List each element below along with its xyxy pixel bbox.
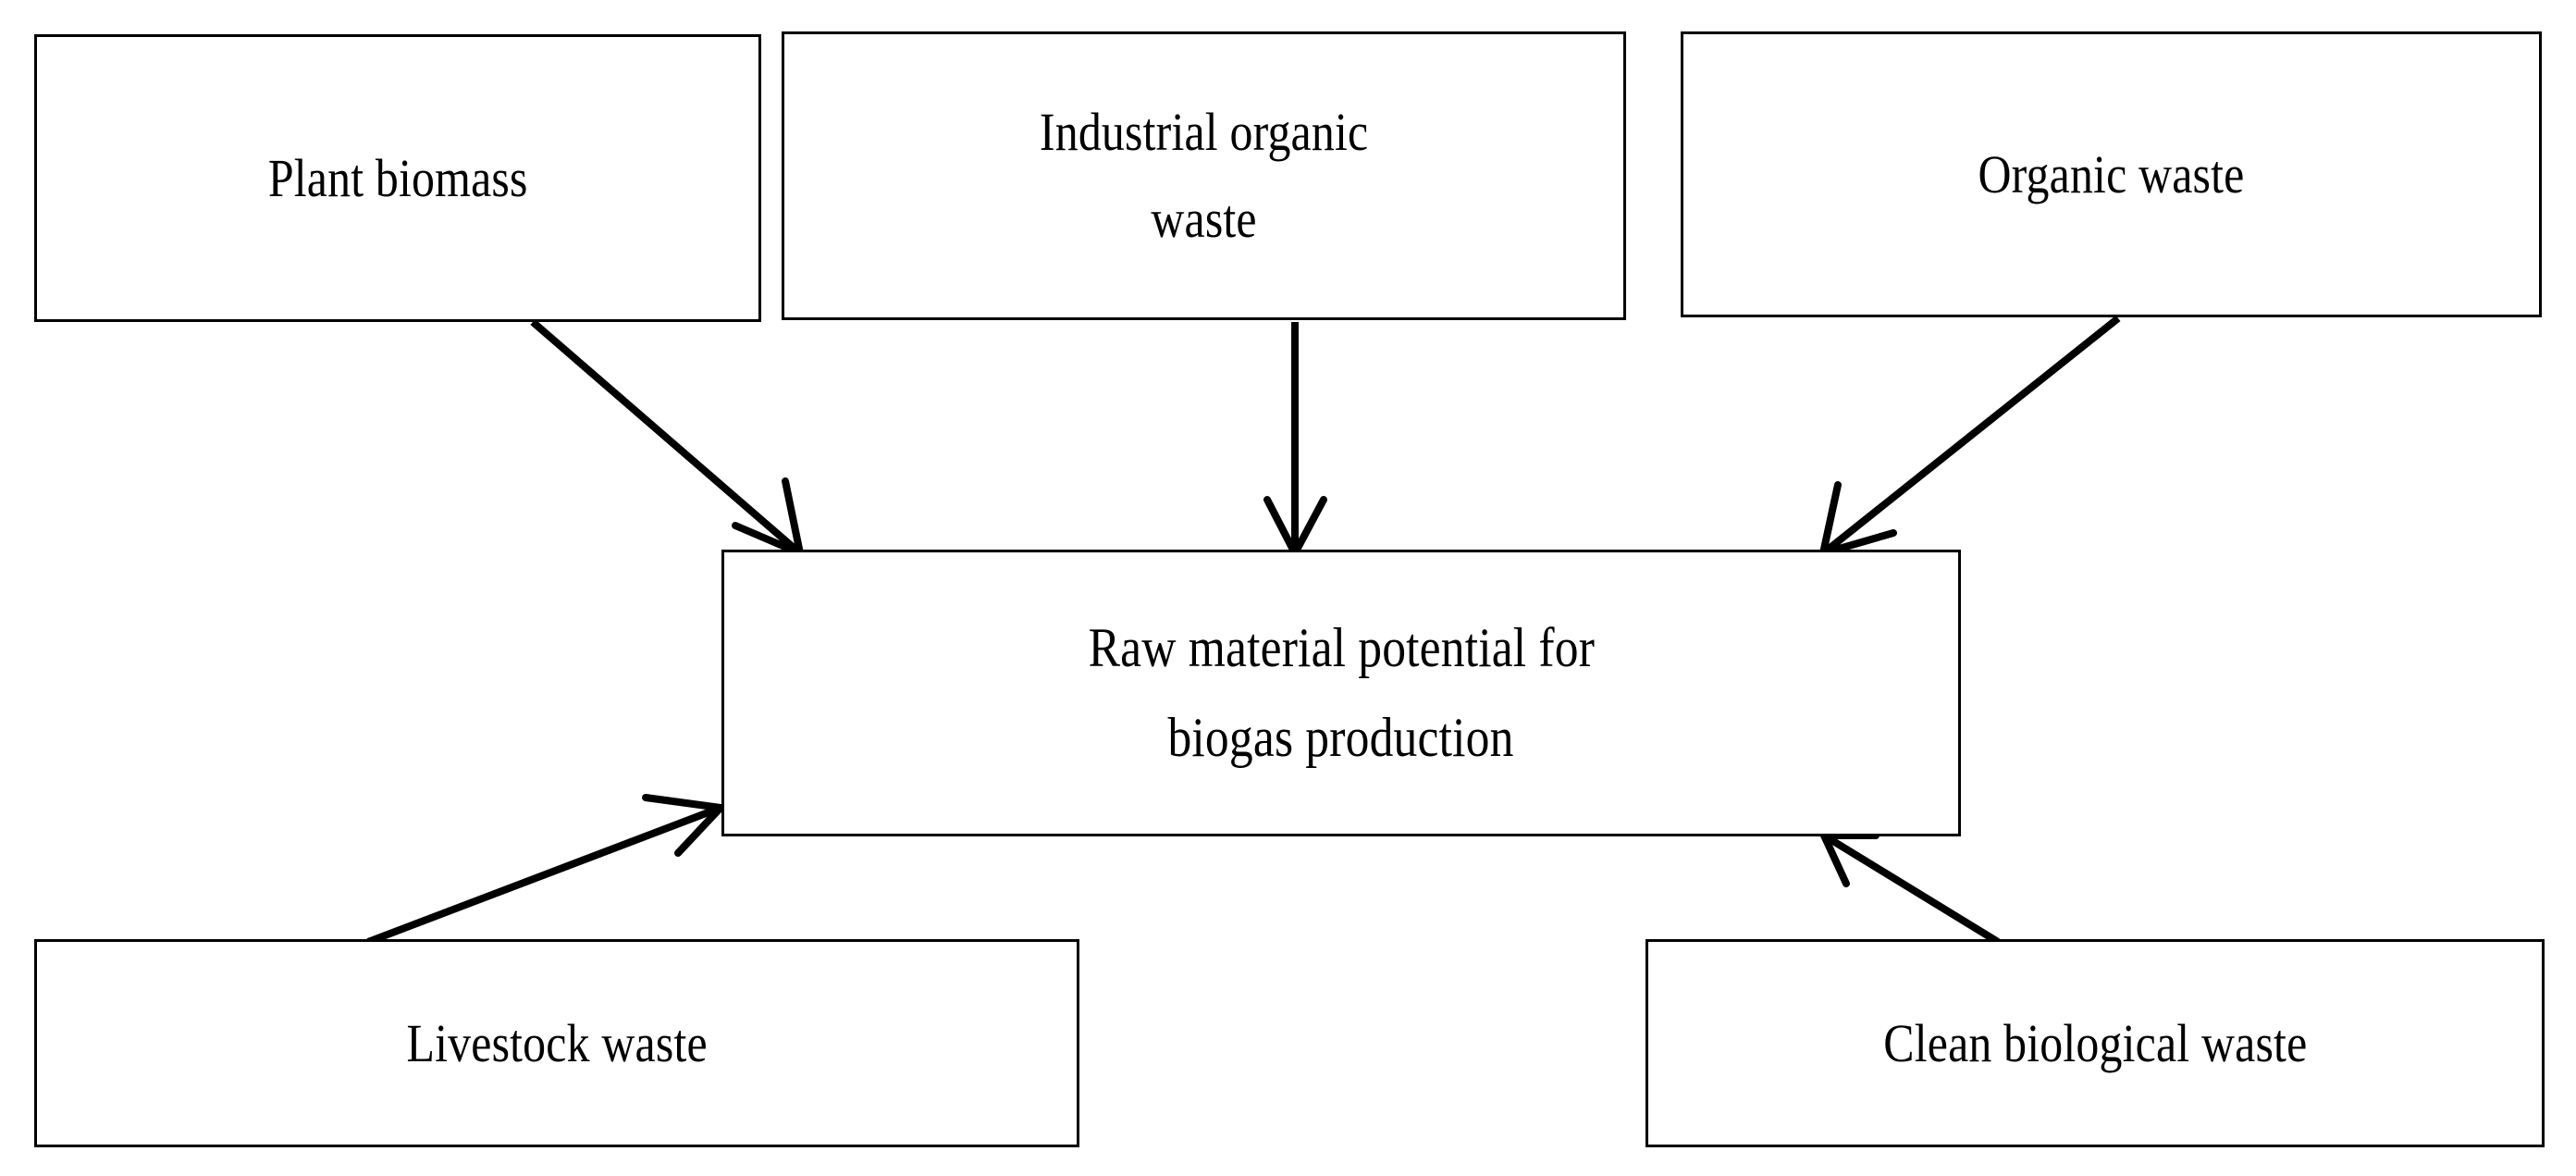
node-industrial-organic-waste-label-line-2: waste	[1151, 189, 1257, 249]
edge-clean-biological-waste-arrowhead-lower	[1820, 832, 1850, 887]
edge-plant-biomass-arrowhead-left	[732, 522, 804, 557]
edge-livestock-waste-arrowhead-upper	[642, 794, 724, 811]
edge-organic-waste	[1819, 315, 2121, 557]
edge-organic-waste-arrowhead-left	[1819, 481, 1842, 557]
edge-livestock-waste-line	[366, 804, 722, 946]
node-plant-biomass-label: Plant biomass	[267, 147, 528, 208]
node-clean-biological-waste[interactable]: Clean biological waste	[1645, 939, 2545, 1147]
edge-plant-biomass-arrowhead-right	[782, 477, 804, 557]
node-raw-material-potential-label-line-2: biogas production	[1167, 707, 1515, 768]
node-industrial-organic-waste[interactable]: Industrial organic waste	[782, 31, 1626, 320]
edge-clean-biological-waste-line	[1821, 832, 2001, 946]
edge-clean-biological-waste	[1820, 832, 2001, 946]
node-organic-waste-label: Organic waste	[1978, 143, 2245, 204]
node-livestock-waste-label: Livestock waste	[406, 1012, 708, 1073]
edge-organic-waste-line	[1820, 315, 2121, 557]
edge-industrial-organic-waste-arrowhead-right	[1291, 496, 1327, 557]
node-raw-material-potential[interactable]: Raw material potential for biogas produc…	[721, 550, 1961, 836]
edge-livestock-waste-arrowhead-lower	[674, 804, 724, 857]
edge-industrial-organic-waste-arrowhead-left	[1263, 496, 1299, 557]
node-clean-biological-waste-label: Clean biological waste	[1882, 1012, 2308, 1073]
edge-plant-biomass-line	[530, 318, 803, 557]
node-livestock-waste[interactable]: Livestock waste	[34, 939, 1079, 1147]
node-plant-biomass[interactable]: Plant biomass	[34, 34, 761, 322]
edge-plant-biomass	[530, 318, 804, 557]
edge-industrial-organic-waste	[1263, 322, 1327, 557]
edge-livestock-waste	[366, 794, 724, 946]
node-raw-material-potential-label-line-1: Raw material potential for	[1088, 616, 1595, 678]
node-industrial-organic-waste-label-line-1: Industrial organic	[1039, 102, 1369, 163]
node-organic-waste[interactable]: Organic waste	[1681, 31, 2542, 317]
